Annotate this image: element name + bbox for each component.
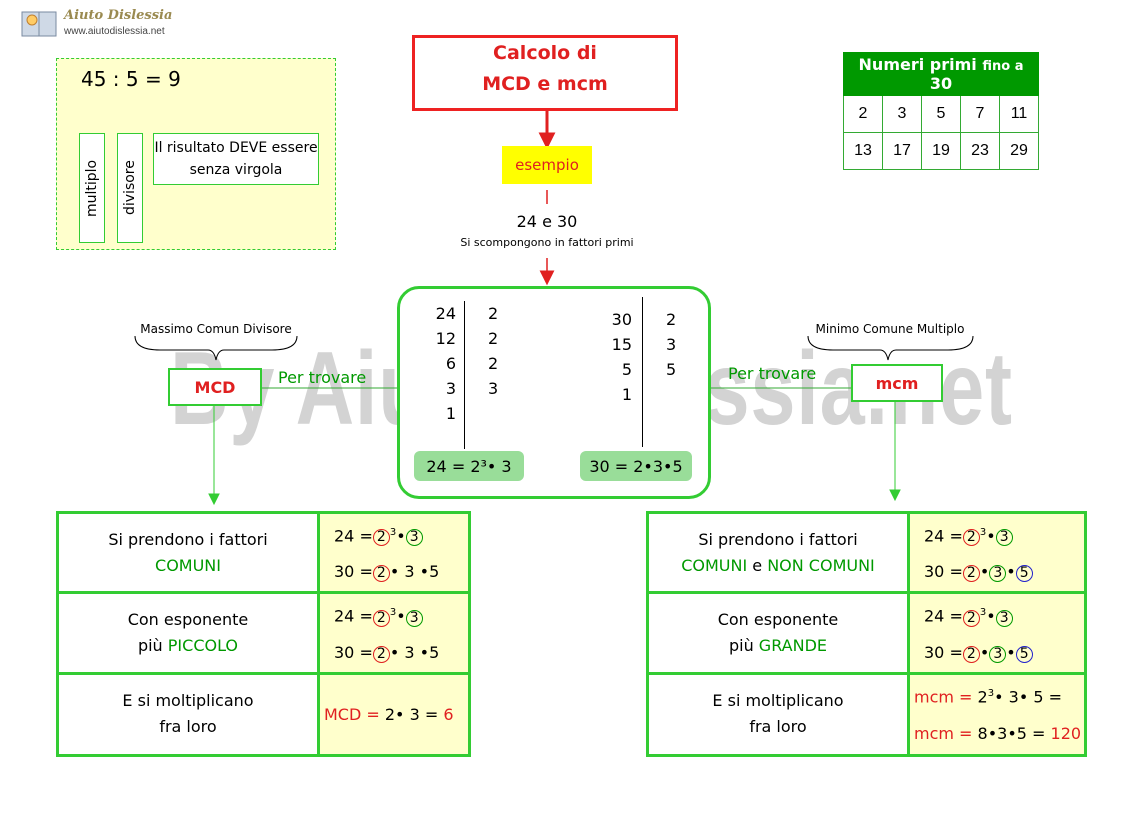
factor-24-divider xyxy=(464,301,465,449)
mcm-box: mcm xyxy=(851,364,943,402)
title-line1: Calcolo di xyxy=(493,42,597,64)
mcm-description: Minimo Comune Multiplo xyxy=(815,322,965,336)
logo-name: Aiuto Dislessia xyxy=(64,8,173,23)
mcd-description: Massimo Comun Divisore xyxy=(140,322,292,336)
example-numbers: 24 e 30 xyxy=(516,212,578,231)
factor-24-result: 24 = 2³• 3 xyxy=(414,451,524,481)
logo-url: www.aiutodislessia.net xyxy=(64,26,165,37)
mcd-per-trovare: Per trovare xyxy=(278,368,367,387)
mcm-per-trovare: Per trovare xyxy=(728,364,817,383)
factor-30-divider xyxy=(642,297,643,447)
mcd-box: MCD xyxy=(168,368,262,406)
page-title: Calcolo di MCD e mcm xyxy=(412,35,678,111)
logo[interactable]: Aiuto Dislessia www.aiutodislessia.net xyxy=(20,6,180,42)
mcd-final: MCD = 2• 3 = 6 xyxy=(317,671,471,757)
division-example-panel: 45 : 5 = 9 multiplo divisore Il risultat… xyxy=(56,58,336,250)
division-expression: 45 : 5 = 9 xyxy=(81,67,181,91)
esempio-label: esempio xyxy=(502,146,592,184)
multiplo-label: multiplo xyxy=(79,133,105,243)
mcm-final: mcm = 23• 3• 5 = mcm = 8•3•5 = 120 xyxy=(907,671,1087,757)
result-note: Il risultato DEVE essere senza virgola xyxy=(153,133,319,185)
divisore-label: divisore xyxy=(117,133,143,243)
title-line2: MCD e mcm xyxy=(482,73,608,95)
factor-30-result: 30 = 2•3•5 xyxy=(580,451,692,481)
numbers-note: Si scompongono in fattori primi xyxy=(460,236,634,249)
primes-table-title: Numeri primi fino a 30 xyxy=(843,52,1039,96)
book-logo-icon xyxy=(21,11,57,37)
